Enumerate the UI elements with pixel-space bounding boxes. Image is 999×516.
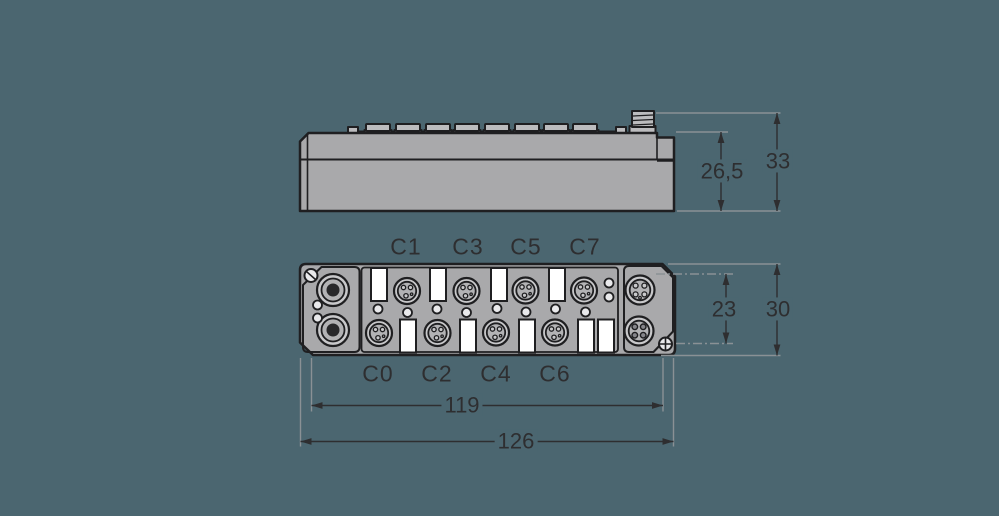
- label-c4: C4: [480, 360, 512, 387]
- label-c7: C7: [569, 233, 601, 260]
- dim-33: 33: [762, 149, 794, 173]
- label-c1: C1: [390, 233, 422, 260]
- center-face: [360, 266, 619, 353]
- dim-126: 126: [494, 429, 538, 453]
- label-c0: C0: [362, 360, 394, 387]
- dim-30: 30: [762, 297, 794, 321]
- mounting-hole-top-left: [303, 268, 319, 283]
- label-c2: C2: [421, 360, 453, 387]
- dim-26-5: 26,5: [697, 159, 747, 183]
- label-c6: C6: [539, 360, 571, 387]
- label-c5: C5: [510, 233, 542, 260]
- dim-23: 23: [708, 297, 740, 321]
- threaded-bus-connector: [628, 110, 657, 135]
- mounting-hole-bottom-right: [658, 336, 673, 352]
- front-view: [298, 262, 677, 357]
- front-bottom-dimensions: [299, 358, 675, 447]
- label-plates: [370, 267, 615, 354]
- side-view: [298, 110, 676, 213]
- side-housing: [298, 131, 676, 213]
- right-end-panel: [623, 265, 674, 353]
- dim-119: 119: [441, 393, 483, 417]
- left-end-panel: [302, 266, 361, 353]
- label-c3: C3: [452, 233, 484, 260]
